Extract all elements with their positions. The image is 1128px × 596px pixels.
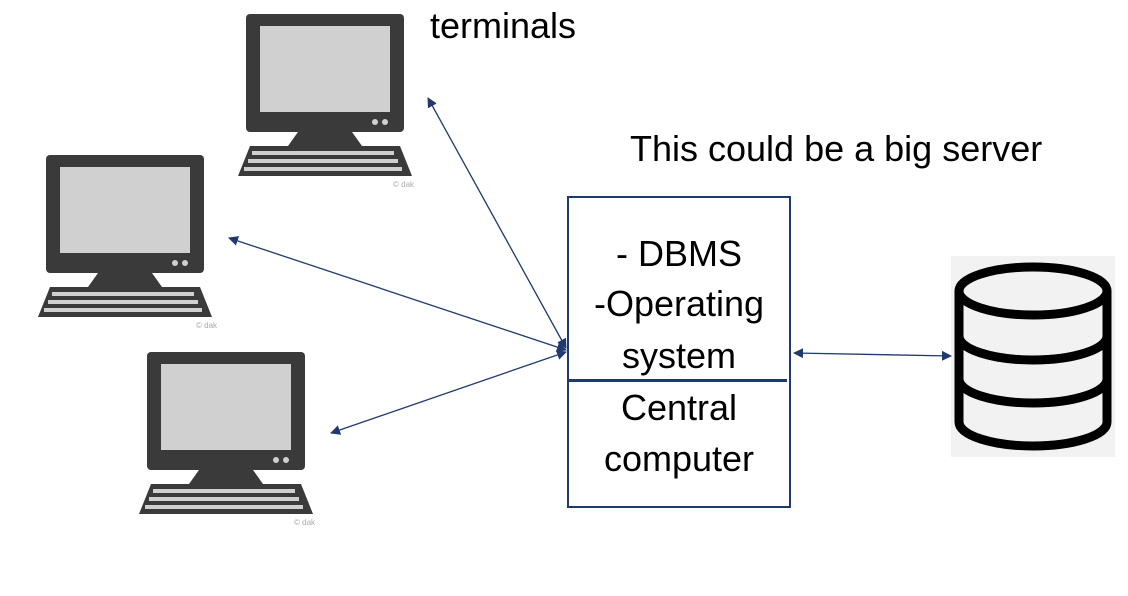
dbms-text: - DBMS <box>616 233 742 274</box>
computer-terminal-icon <box>238 14 412 176</box>
database-icon-background <box>951 256 1115 457</box>
operating-text: -Operating <box>593 283 765 324</box>
arrow-terminal-2 <box>228 236 567 352</box>
arrow-terminal-3 <box>330 350 567 435</box>
central-text: Central <box>620 387 738 428</box>
server-label: This could be a big server <box>630 128 1043 169</box>
copyright-text: © dak <box>294 518 316 527</box>
central-computer-box: - DBMS -Operating system Central compute… <box>567 196 791 508</box>
system-text: system <box>621 335 736 376</box>
computer-text: computer <box>603 438 755 479</box>
arrow-database <box>793 348 952 361</box>
computer-terminal-icon <box>139 352 313 514</box>
copyright-text: © dak <box>196 321 218 330</box>
terminals-label: terminals <box>430 5 577 46</box>
copyright-text: © dak <box>393 180 415 189</box>
box-divider <box>569 379 787 382</box>
database-icon <box>954 262 1112 451</box>
computer-terminal-icon <box>38 155 212 317</box>
